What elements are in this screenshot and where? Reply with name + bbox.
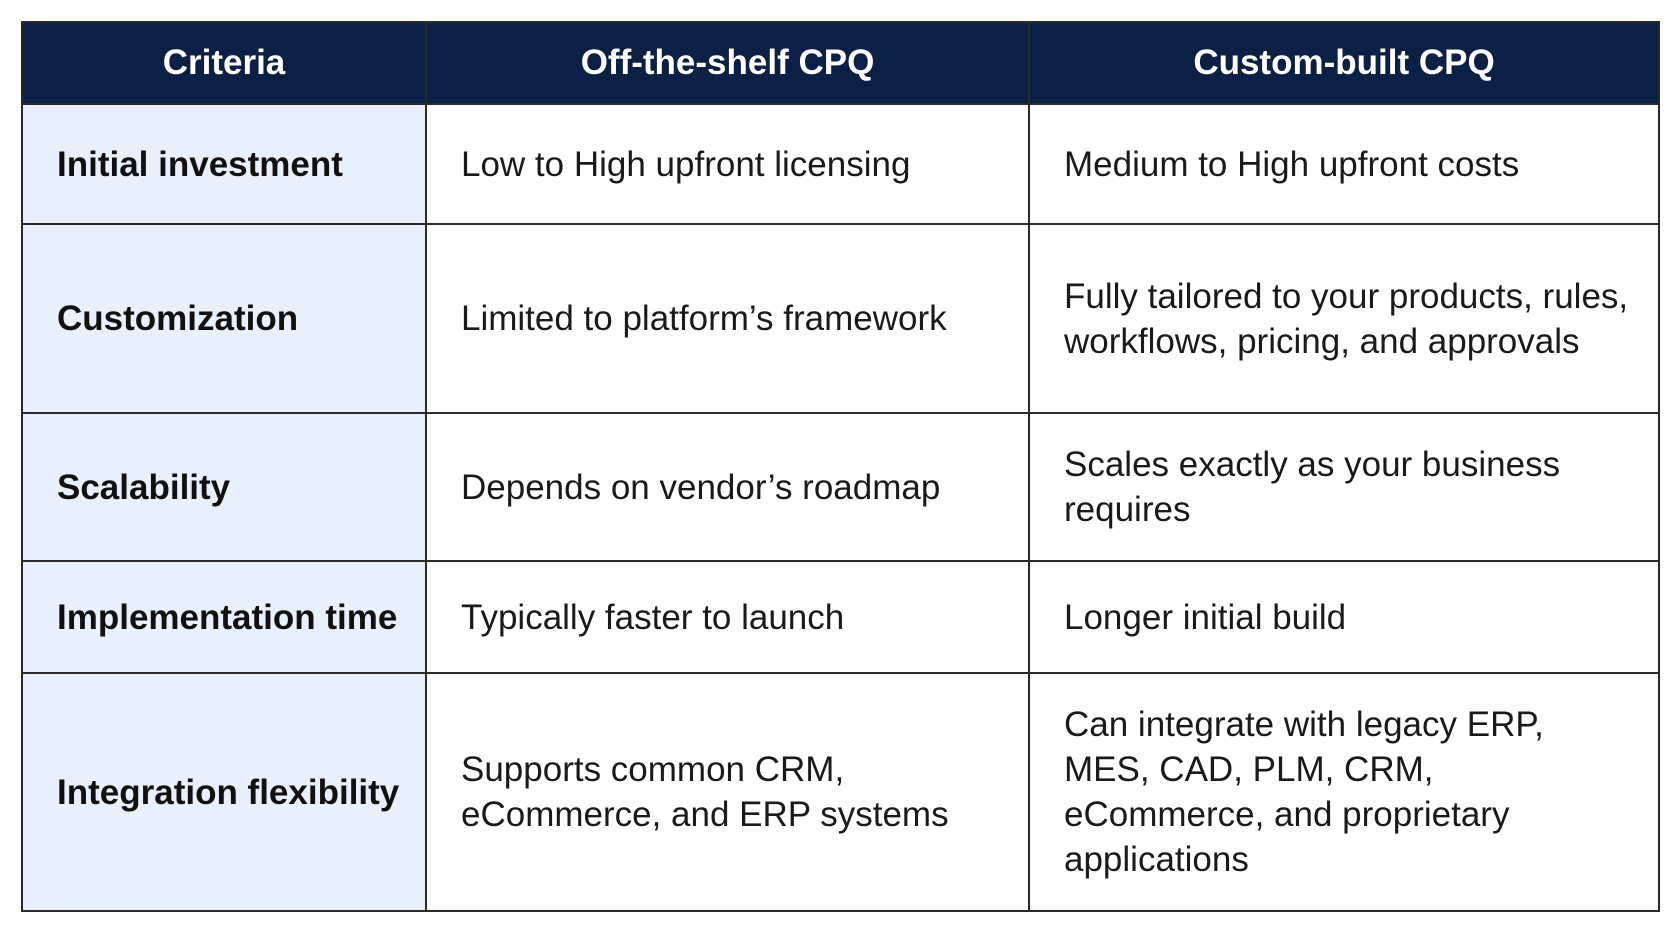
comparison-table: Criteria Off-the-shelf CPQ Custom-built … xyxy=(21,21,1660,912)
table-header: Criteria Off-the-shelf CPQ Custom-built … xyxy=(21,21,1660,105)
table-row: Integration flexibility Supports common … xyxy=(21,672,1660,912)
off-the-shelf-cell: Supports common CRM, eCommerce, and ERP … xyxy=(425,672,1030,912)
custom-built-cell: Can integrate with legacy ERP, MES, CAD,… xyxy=(1028,672,1660,912)
custom-built-cell: Medium to High upfront costs xyxy=(1028,103,1660,225)
custom-built-cell: Scales exactly as your business requires xyxy=(1028,412,1660,562)
header-criteria: Criteria xyxy=(21,21,427,105)
criteria-cell: Integration flexibility xyxy=(21,672,427,912)
off-the-shelf-cell: Typically faster to launch xyxy=(425,560,1030,674)
table-body: Initial investment Low to High upfront l… xyxy=(21,103,1660,912)
custom-built-cell: Longer initial build xyxy=(1028,560,1660,674)
table-row: Initial investment Low to High upfront l… xyxy=(21,103,1660,225)
criteria-cell: Initial investment xyxy=(21,103,427,225)
off-the-shelf-cell: Limited to platform’s framework xyxy=(425,223,1030,414)
criteria-cell: Scalability xyxy=(21,412,427,562)
header-custom-built-cpq: Custom-built CPQ xyxy=(1028,21,1660,105)
criteria-cell: Customization xyxy=(21,223,427,414)
header-off-the-shelf-cpq: Off-the-shelf CPQ xyxy=(425,21,1030,105)
off-the-shelf-cell: Depends on vendor’s roadmap xyxy=(425,412,1030,562)
table-row: Scalability Depends on vendor’s roadmap … xyxy=(21,412,1660,562)
header-row: Criteria Off-the-shelf CPQ Custom-built … xyxy=(21,21,1660,105)
criteria-cell: Implementation time xyxy=(21,560,427,674)
table-row: Customization Limited to platform’s fram… xyxy=(21,223,1660,414)
custom-built-cell: Fully tailored to your products, rules, … xyxy=(1028,223,1660,414)
off-the-shelf-cell: Low to High upfront licensing xyxy=(425,103,1030,225)
table-row: Implementation time Typically faster to … xyxy=(21,560,1660,674)
